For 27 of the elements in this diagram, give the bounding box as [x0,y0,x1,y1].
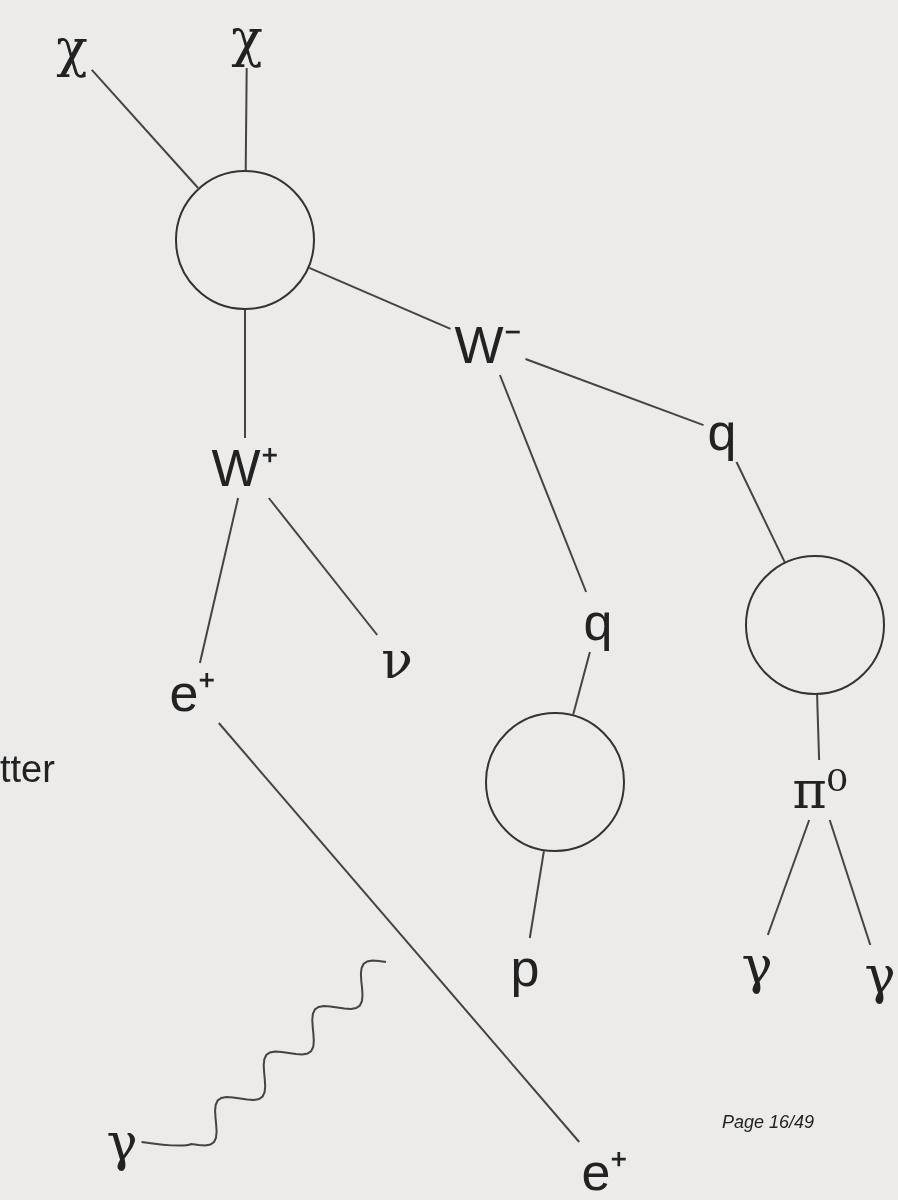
particle-symbol: e⁺ [169,667,217,719]
connector-line [308,266,452,330]
particle-symbol: π⁰ [792,764,848,816]
connector-line [828,819,872,946]
connector-line [524,358,705,427]
connector-line [816,694,821,761]
connector-line [766,819,811,936]
connector-line [528,850,545,939]
page-number: Page 16/49 [722,1112,815,1133]
particle-symbol: W⁺ [211,442,279,494]
connector-line [244,67,248,171]
connector-line [498,374,588,593]
connector-line [90,68,200,189]
vertex-circle [745,555,885,695]
connector-line [267,497,379,636]
vertex-circle [175,170,315,310]
text-fragment: tter [0,748,55,791]
connector-line [244,309,246,439]
connector-line [198,497,240,664]
particle-symbol: W⁻ [454,319,522,371]
particle-symbol: ν [381,634,413,686]
particle-symbol: e⁺ [581,1146,629,1198]
connector-line [735,461,786,563]
wavy-line [140,959,387,1147]
vertex-circle [485,712,625,852]
connector-line [572,651,591,716]
connector-line [217,722,581,1143]
